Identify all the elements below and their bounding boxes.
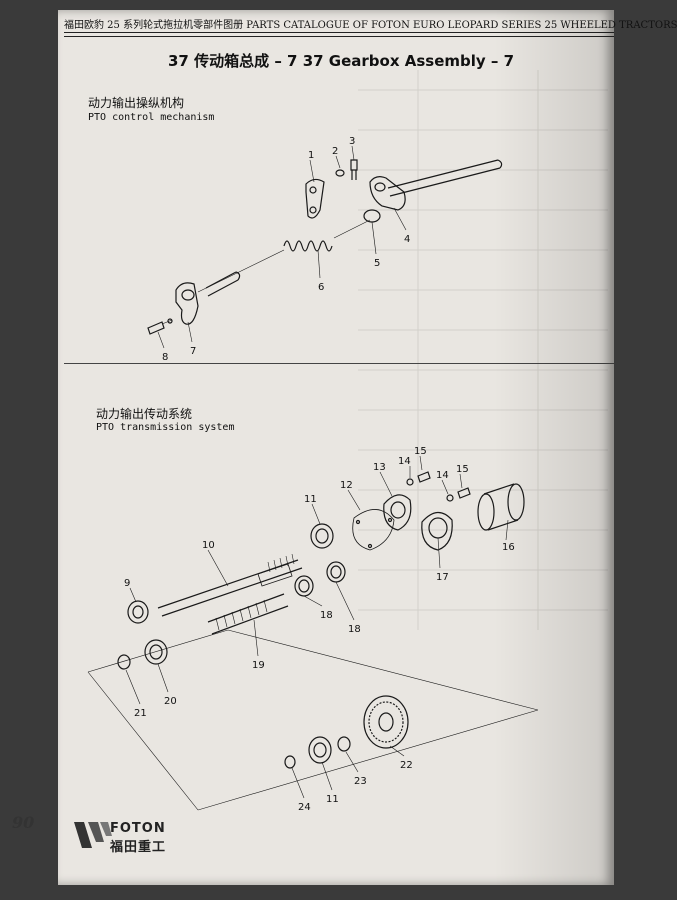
section1-title-cn: 动力输出操纵机构: [88, 96, 185, 110]
callout-23: 23: [354, 776, 367, 787]
callout-15-b: 15: [456, 464, 469, 475]
brand-name-cn: 福田重工: [110, 840, 167, 855]
callout-12: 12: [340, 480, 353, 491]
page-title: 37 传动箱总成 – 7 37 Gearbox Assembly – 7: [168, 52, 515, 70]
page-number: 90: [12, 813, 35, 832]
callout-11-upper: 11: [304, 494, 317, 505]
callout-18-a: 18: [348, 624, 361, 635]
callout-18-b: 18: [320, 610, 333, 621]
header-rule-2: [64, 36, 614, 37]
callout-5: 5: [374, 258, 380, 269]
callout-7: 7: [190, 346, 196, 357]
callout-8: 8: [162, 352, 168, 363]
header-rule: [64, 32, 614, 33]
callout-14-a: 14: [398, 456, 411, 467]
callout-11-lower: 11: [326, 794, 339, 805]
section1-title-en: PTO control mechanism: [88, 112, 215, 123]
callout-22: 22: [400, 760, 413, 771]
callout-16: 16: [502, 542, 515, 553]
callout-2: 2: [332, 146, 338, 157]
brand-name-en: FOTON: [110, 821, 166, 836]
section-divider: [64, 363, 614, 364]
callout-24: 24: [298, 802, 311, 813]
callout-21: 21: [134, 708, 147, 719]
callout-1: 1: [308, 150, 314, 161]
section2-title-en: PTO transmission system: [96, 422, 235, 433]
exploded-parts-diagram: 1 2 3 4 5 6 7 8 9 10 11 12 13 14 15 14 1…: [87, 136, 539, 813]
callout-9: 9: [124, 578, 130, 589]
callout-15-a: 15: [414, 446, 427, 457]
callout-20: 20: [164, 696, 177, 707]
bleed-through-table: [358, 70, 608, 630]
callout-17: 17: [436, 572, 449, 583]
callout-19: 19: [252, 660, 265, 671]
callout-10: 10: [202, 540, 215, 551]
callout-13: 13: [373, 462, 386, 473]
callout-14-b: 14: [436, 470, 449, 481]
foton-logo-icon: [74, 822, 112, 848]
section2-title-cn: 动力输出传动系统: [96, 407, 193, 421]
catalogue-header: 福田欧豹 25 系列轮式拖拉机零部件图册 PARTS CATALOGUE OF …: [64, 20, 677, 31]
callout-4: 4: [404, 234, 410, 245]
callout-3: 3: [349, 136, 355, 147]
catalogue-page: 福田欧豹 25 系列轮式拖拉机零部件图册 PARTS CATALOGUE OF …: [58, 10, 677, 885]
callout-6: 6: [318, 282, 324, 293]
